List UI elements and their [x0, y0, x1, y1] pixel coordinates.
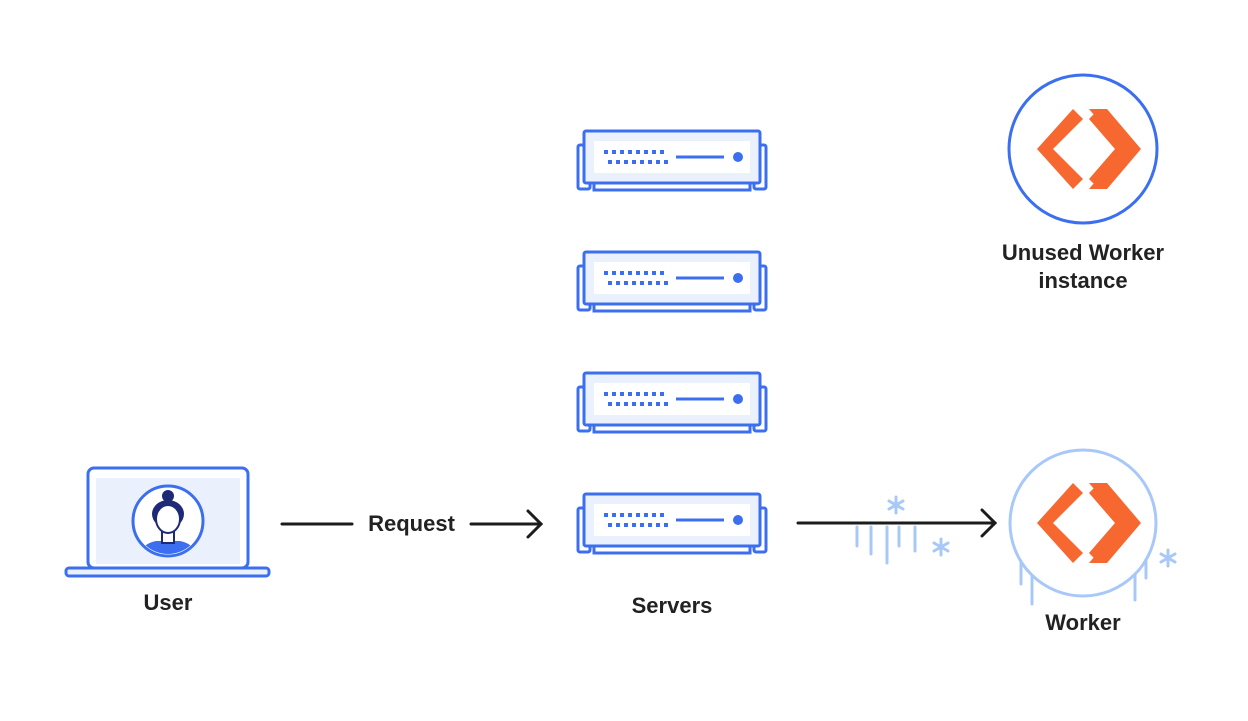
person-icon: [131, 484, 205, 558]
server-rack-icon: [576, 371, 768, 434]
servers-label: Servers: [631, 593, 713, 618]
worker-arrow: [796, 508, 998, 565]
worker-node: [1008, 448, 1158, 606]
unused-worker-label-line2: instance: [1038, 268, 1128, 293]
request-arrow: [280, 509, 544, 539]
unused-worker-label: Unused Worker instance: [963, 239, 1203, 295]
server-rack-icon: [576, 492, 768, 555]
snowflake-icon: [887, 495, 905, 515]
user-label: User: [143, 590, 193, 615]
unused-worker-label-line1: Unused Worker: [1001, 240, 1165, 265]
snowflake-icon: [1159, 548, 1177, 568]
server-rack-icon: [576, 129, 768, 192]
request-label: Request: [368, 511, 455, 536]
snowflake-icon: [932, 537, 950, 557]
worker-label: Worker: [1045, 610, 1121, 635]
server-rack-icon: [576, 250, 768, 313]
unused-worker-node: [1007, 73, 1159, 225]
